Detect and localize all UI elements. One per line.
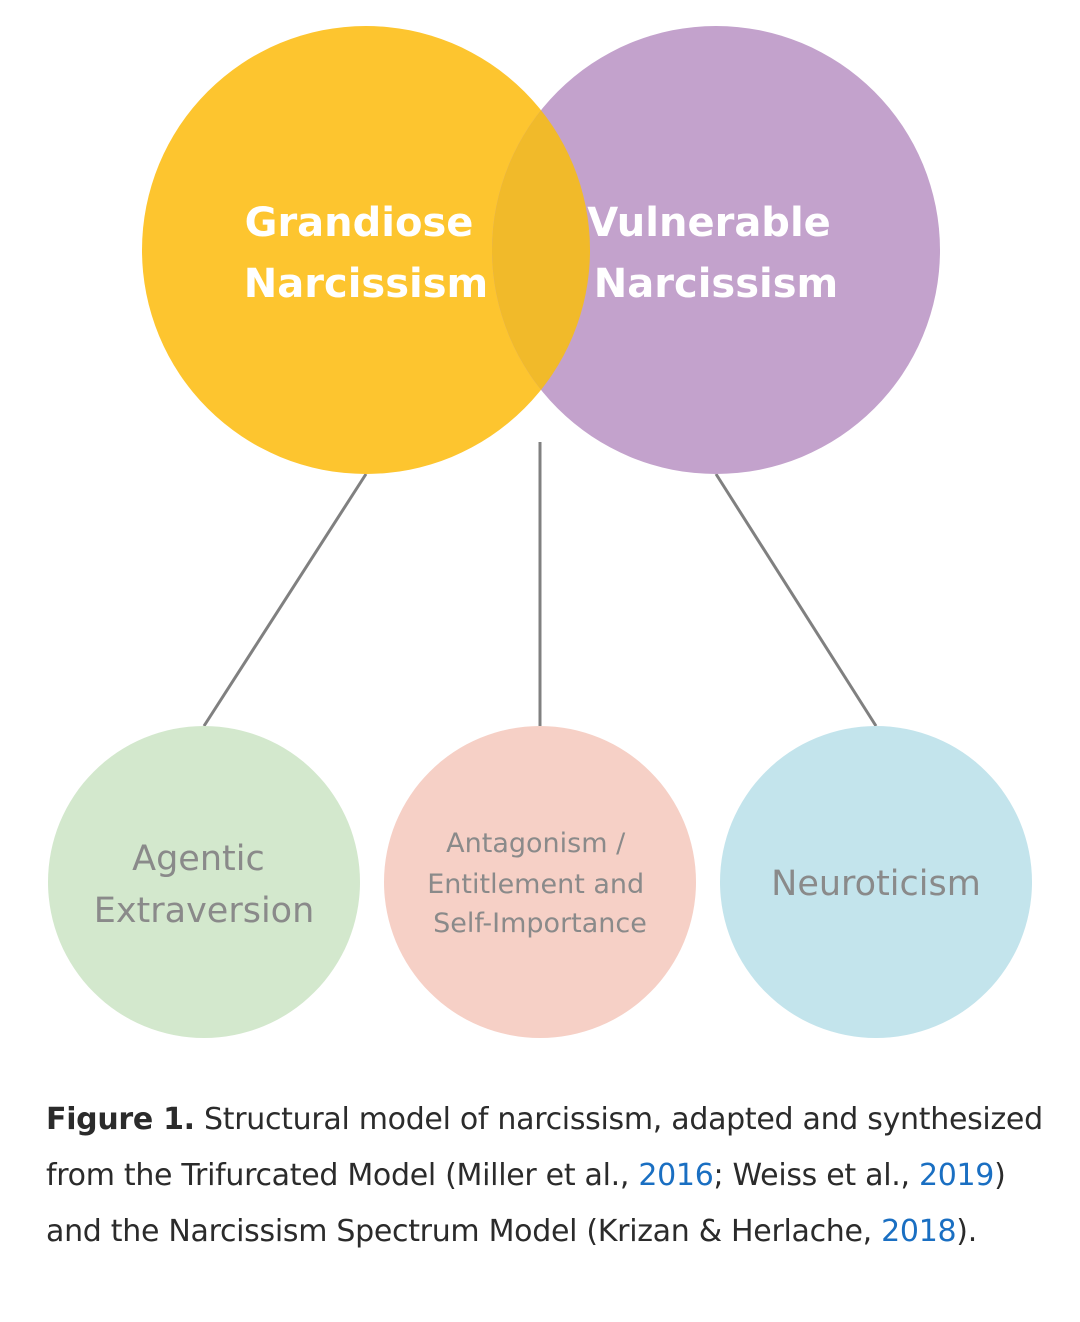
agentic-label-line-1: Agentic bbox=[132, 839, 265, 879]
caption-text: Structural model of narcissism, adapted … bbox=[46, 1102, 1043, 1193]
citation-link-2019[interactable]: 2019 bbox=[918, 1158, 995, 1193]
grandiose-label-line-2: Narcissism bbox=[244, 261, 488, 307]
neuroticism-label: Neuroticism bbox=[771, 864, 981, 904]
vulnerable-narcissism-label: Vulnerable Narcissism bbox=[587, 200, 844, 307]
antagonism-label-line-3: Self-Importance bbox=[433, 908, 647, 939]
antagonism-label-line-1: Antagonism / bbox=[446, 828, 626, 859]
narcissism-structural-diagram: Grandiose Narcissism Vulnerable Narcissi… bbox=[48, 26, 1032, 1038]
vulnerable-label-line-2: Narcissism bbox=[594, 261, 838, 307]
citation-link-2018[interactable]: 2018 bbox=[881, 1214, 957, 1249]
connector-grandiose-agentic bbox=[202, 473, 368, 727]
agentic-label-line-2: Extraversion bbox=[94, 891, 315, 931]
antagonism-label-line-2: Entitlement and bbox=[427, 869, 644, 900]
caption-text: ) and the Narcissism Spectrum Model (Kri… bbox=[46, 1158, 1006, 1249]
vulnerable-label-line-1: Vulnerable bbox=[587, 200, 831, 246]
connector-vulnerable-neuroticism bbox=[714, 473, 878, 727]
grandiose-narcissism-circle bbox=[142, 26, 590, 474]
grandiose-narcissism-label: Grandiose Narcissism bbox=[244, 200, 488, 307]
antagonism-circle bbox=[384, 726, 696, 1038]
grandiose-label-line-1: Grandiose bbox=[245, 200, 474, 246]
neuroticism-circle bbox=[720, 726, 1032, 1038]
caption-text: ). bbox=[956, 1214, 977, 1249]
agentic-extraversion-circle bbox=[48, 726, 360, 1038]
caption-text: ; Weiss et al., bbox=[713, 1158, 919, 1193]
citation-link-2016[interactable]: 2016 bbox=[638, 1158, 714, 1193]
antagonism-label: Antagonism / Entitlement and Self-Import… bbox=[427, 828, 653, 939]
figure-caption: Figure 1. Structural model of narcissism… bbox=[46, 1092, 1056, 1260]
figure-label: Figure 1. bbox=[46, 1102, 195, 1137]
agentic-extraversion-label: Agentic Extraversion bbox=[94, 839, 315, 931]
vulnerable-narcissism-circle bbox=[492, 26, 940, 474]
